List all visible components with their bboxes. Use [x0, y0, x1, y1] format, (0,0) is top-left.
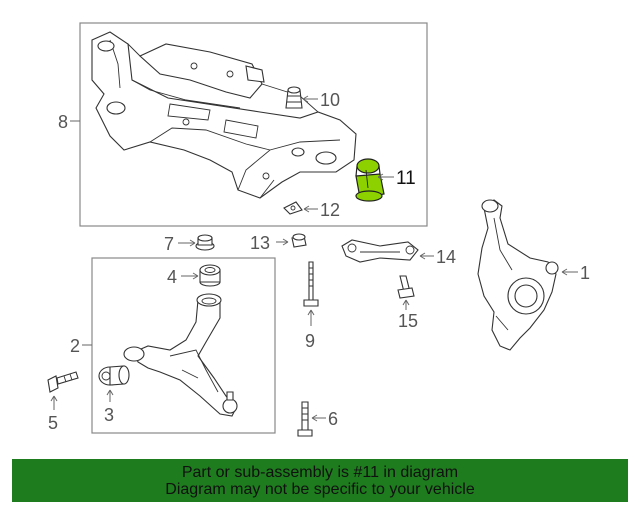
callout-7: 7 [164, 234, 174, 254]
callout-6: 6 [328, 409, 338, 429]
callout-9: 9 [305, 331, 315, 351]
bushing-highlighted [355, 158, 385, 202]
flange-nut-7 [195, 234, 215, 251]
callout-1: 1 [580, 263, 590, 283]
callout-13: 13 [250, 233, 270, 253]
mounting-bracket [341, 239, 419, 263]
parts-diagram: 8 10 11 12 7 13 14 1 15 4 2 9 3 5 6 [47, 22, 590, 437]
callout-15: 15 [398, 311, 418, 331]
subframe-crossmember [91, 31, 357, 199]
callout-11: 11 [396, 168, 416, 189]
callout-5: 5 [48, 413, 58, 433]
leader-lines [50, 95, 578, 422]
callout-4: 4 [167, 267, 177, 287]
subframe-group-box [79, 22, 428, 227]
bolt-5 [47, 371, 79, 393]
callout-12: 12 [320, 200, 340, 220]
steering-knuckle [477, 199, 559, 351]
callout-10: 10 [320, 90, 340, 110]
callout-2: 2 [70, 336, 80, 356]
callout-8: 8 [58, 112, 68, 132]
nut-13 [291, 233, 307, 248]
clip-nut [283, 201, 303, 215]
banner-line-part: Part or sub-assembly is #11 in diagram [181, 463, 459, 481]
callout-3: 3 [104, 405, 114, 425]
lower-control-arm [123, 293, 238, 417]
bolt-6 [297, 401, 313, 437]
lower-arm-bushing-3 [98, 365, 130, 386]
part-info-banner: Part or sub-assembly is #11 in diagram D… [12, 459, 628, 502]
lower-arm-bushing-4 [199, 264, 221, 287]
bolt-15 [397, 275, 415, 299]
bump-stop [285, 86, 303, 109]
long-bolt-9 [303, 261, 319, 307]
callout-14: 14 [436, 247, 456, 267]
banner-line-disclaimer: Diagram may not be specific to your vehi… [165, 480, 475, 498]
